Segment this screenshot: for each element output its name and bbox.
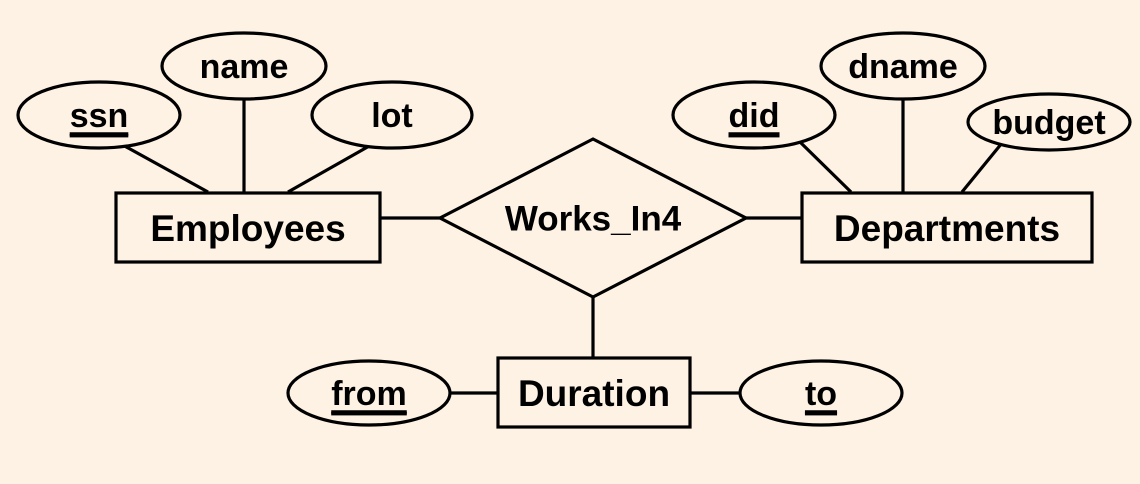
attribute-label-dname: dname <box>848 48 958 86</box>
attribute-from[interactable]: from <box>286 359 452 427</box>
relationship-diamond-works_in4 <box>436 137 750 299</box>
entity-departments[interactable]: Departments <box>800 191 1094 264</box>
attribute-label-ssn: ssn <box>70 97 129 135</box>
relationships-layer: Works_In4 <box>436 137 750 299</box>
attribute-label-did: did <box>729 97 780 135</box>
attribute-did[interactable]: did <box>671 80 837 150</box>
connector-line-ssn-employees <box>120 142 209 194</box>
entity-label-employees: Employees <box>150 208 345 249</box>
entity-box-employees <box>114 191 382 264</box>
relationship-works_in4[interactable]: Works_In4 <box>436 137 750 299</box>
attribute-ellipse-from <box>286 359 452 427</box>
relationship-label-works_in4: Works_In4 <box>505 200 682 239</box>
attribute-name[interactable]: name <box>160 31 328 101</box>
entity-label-departments: Departments <box>834 208 1060 249</box>
attribute-ellipse-budget <box>966 92 1132 152</box>
attribute-label-lot: lot <box>371 97 413 135</box>
entity-employees[interactable]: Employees <box>114 191 382 264</box>
attribute-dname[interactable]: dname <box>819 31 987 101</box>
entity-box-duration <box>496 356 692 429</box>
attribute-budget[interactable]: budget <box>966 92 1132 152</box>
connector-line-did-departments <box>798 140 853 194</box>
attribute-label-to: to <box>805 375 837 413</box>
attribute-label-from: from <box>331 375 407 413</box>
attribute-ellipse-name <box>160 31 328 101</box>
attributes-layer: ssn name lot did dname budget from to <box>16 31 1132 427</box>
attribute-to[interactable]: to <box>738 359 904 427</box>
connector-line-budget-departments <box>960 141 1004 194</box>
attribute-lot[interactable]: lot <box>310 80 474 150</box>
attribute-ellipse-to <box>738 359 904 427</box>
attribute-ellipse-did <box>671 80 837 150</box>
entity-duration[interactable]: Duration <box>496 356 692 429</box>
connector-line-lot-employees <box>287 143 372 194</box>
attribute-ellipse-lot <box>310 80 474 150</box>
attribute-ssn[interactable]: ssn <box>16 80 182 150</box>
entity-box-departments <box>800 191 1094 264</box>
connectors-layer <box>120 99 1004 395</box>
attribute-ellipse-ssn <box>16 80 182 150</box>
attribute-ellipse-dname <box>819 31 987 101</box>
attribute-label-name: name <box>200 48 289 86</box>
entity-label-duration: Duration <box>518 373 670 414</box>
attribute-label-budget: budget <box>992 104 1105 142</box>
